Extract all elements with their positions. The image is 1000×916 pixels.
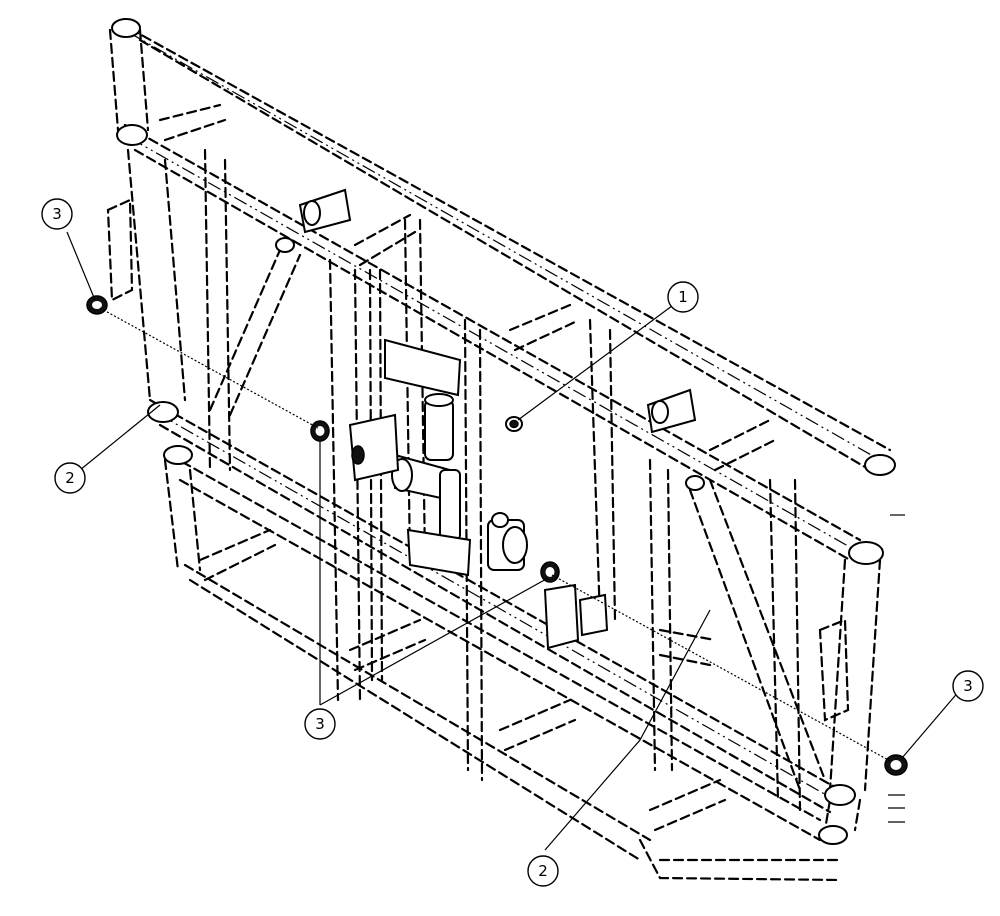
callout-2-bottom: 2 [527,855,559,887]
edge-tick-marks [888,514,905,823]
boom-frame [106,20,892,882]
callout-3-right: 3 [952,670,984,702]
pivot-knuckles [111,18,896,845]
callout-3-right-label: 3 [963,677,973,695]
callout-1: 1 [667,281,699,313]
part-1-fitting [505,416,523,432]
callout-1-label: 1 [678,288,688,306]
callout-3-center: 3 [304,708,336,740]
leader-lines [66,231,961,851]
callout-2-left: 2 [54,462,86,494]
callout-2-bottom-label: 2 [538,862,548,880]
callout-2-left-label: 2 [65,469,75,487]
part-3-washer-left [86,295,108,315]
part-3-washer-center-lower [540,561,560,583]
part-3-washer-right [884,754,908,776]
valve-manifold-assembly [298,188,697,650]
callout-3-left: 3 [41,198,73,230]
part-3-washer-center-upper [310,420,330,442]
callout-3-left-label: 3 [52,205,62,223]
callout-3-center-label: 3 [315,715,325,733]
